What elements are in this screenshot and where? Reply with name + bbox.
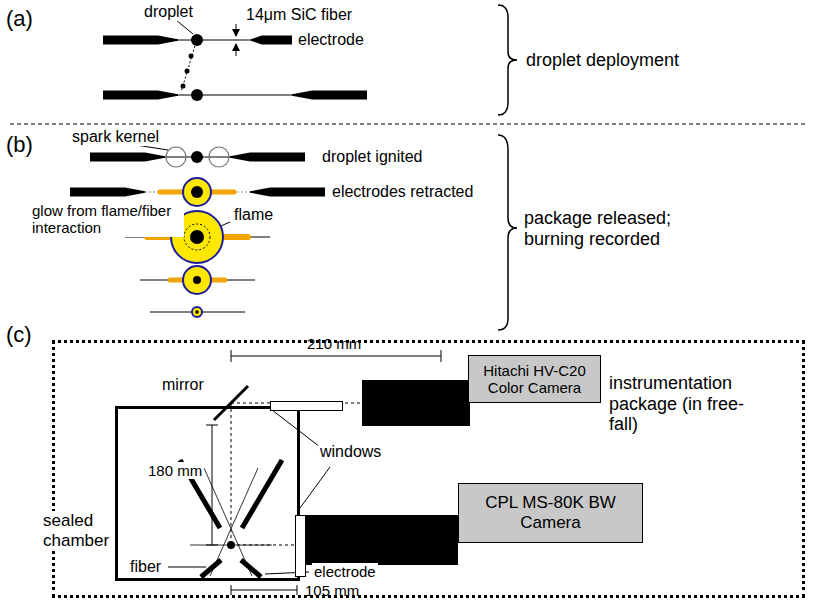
fiber-line bbox=[160, 40, 300, 157]
leader-line bbox=[168, 567, 206, 568]
electrode-symbol bbox=[241, 560, 261, 577]
leader-line bbox=[300, 467, 330, 508]
droplet-dot bbox=[190, 230, 204, 244]
spark-kernel bbox=[166, 147, 229, 167]
droplet-dot bbox=[191, 186, 203, 198]
droplet-dot bbox=[181, 34, 204, 101]
separator bbox=[10, 124, 805, 125]
camera-box: Hitachi HV-C20 Color Camera bbox=[468, 355, 601, 403]
electrode-symbol bbox=[90, 153, 165, 162]
leader-line bbox=[236, 24, 237, 36]
state-label: electrodes retracted bbox=[330, 183, 475, 201]
region-label: sealed chamber bbox=[43, 511, 115, 550]
electrode-symbol bbox=[201, 560, 221, 577]
droplet-dot bbox=[191, 151, 203, 163]
electrode-symbol bbox=[70, 36, 367, 197]
panel-letter: (c) bbox=[4, 322, 34, 347]
part-label: spark kernel bbox=[70, 128, 161, 146]
electrode-symbol bbox=[230, 153, 305, 162]
mirror bbox=[214, 386, 248, 420]
panel-letter: (b) bbox=[4, 132, 35, 157]
dimension-line bbox=[297, 585, 298, 595]
electrode-symbol bbox=[103, 36, 178, 45]
sealed-chamber: sealed chamber bbox=[43, 403, 303, 585]
region-label: instrumentation package (in free-fall) bbox=[609, 373, 759, 435]
flame bbox=[171, 178, 223, 317]
camera-lens bbox=[302, 515, 458, 565]
spark-kernel bbox=[166, 147, 186, 167]
dimension-label: 180 mm bbox=[146, 462, 204, 479]
flame bbox=[192, 307, 202, 317]
electrode-symbol bbox=[250, 188, 325, 197]
dimension-line bbox=[231, 585, 232, 595]
part-label: electrode bbox=[296, 31, 366, 49]
part-label: flame bbox=[232, 206, 275, 224]
window bbox=[295, 515, 306, 577]
droplet-dot bbox=[190, 186, 204, 314]
stage-label: package released; burning recorded bbox=[522, 208, 706, 249]
electrode-symbol bbox=[292, 91, 367, 100]
panel-letter: (a) bbox=[4, 6, 35, 31]
chamber-wall bbox=[115, 406, 300, 581]
state-label: droplet ignited bbox=[320, 148, 425, 166]
part-label: droplet bbox=[142, 3, 195, 21]
brace bbox=[498, 5, 517, 115]
part-label: glow from flame/fiber interaction bbox=[30, 202, 184, 237]
leader-line bbox=[236, 44, 237, 56]
brace bbox=[498, 135, 517, 330]
fiber-line bbox=[170, 40, 260, 41]
electrode-symbol bbox=[103, 91, 178, 100]
dimension-line bbox=[231, 590, 297, 591]
flame bbox=[183, 178, 211, 206]
falling-path bbox=[181, 46, 195, 92]
electrode-symbol bbox=[242, 460, 282, 528]
dimension-line bbox=[206, 425, 218, 426]
fiber-line bbox=[190, 468, 272, 576]
droplet-dot bbox=[185, 69, 190, 74]
droplet-dot bbox=[193, 276, 201, 284]
flame-zone bbox=[184, 224, 210, 250]
droplet-dot bbox=[195, 310, 199, 314]
fiber-line bbox=[170, 95, 300, 96]
box-label: CPL MS-80K BW Camera bbox=[459, 493, 642, 532]
part-label: fiber bbox=[128, 558, 163, 576]
part-label: 14μm SiC fiber bbox=[244, 6, 354, 24]
dimension-label: 210 mm bbox=[305, 335, 363, 352]
camera-box: CPL MS-80K BW Camera bbox=[458, 483, 643, 543]
instrumentation-package: instrumentation package (in free-fall)se… bbox=[52, 340, 805, 598]
droplet-dot bbox=[227, 541, 235, 549]
box-label: Hitachi HV-C20 Color Camera bbox=[469, 362, 600, 397]
dimension-line bbox=[231, 356, 441, 357]
part-label: electrode bbox=[312, 563, 378, 580]
part-label: mirror bbox=[160, 376, 206, 394]
droplet-dot bbox=[191, 89, 203, 101]
electrode-symbol bbox=[70, 188, 145, 197]
electrode-symbol bbox=[251, 36, 292, 45]
brace bbox=[498, 5, 517, 330]
dimension-line bbox=[441, 350, 442, 362]
window bbox=[270, 401, 343, 411]
stage-label: droplet deployment bbox=[524, 50, 681, 71]
camera-lens bbox=[362, 380, 470, 426]
optical-path bbox=[231, 403, 232, 545]
droplet-dot bbox=[191, 34, 203, 46]
falling-path bbox=[181, 46, 195, 92]
leader-line bbox=[176, 20, 193, 34]
dimension-line bbox=[231, 350, 232, 362]
part-label: windows bbox=[318, 443, 383, 461]
spark-kernel bbox=[209, 147, 229, 167]
flame bbox=[183, 266, 211, 294]
